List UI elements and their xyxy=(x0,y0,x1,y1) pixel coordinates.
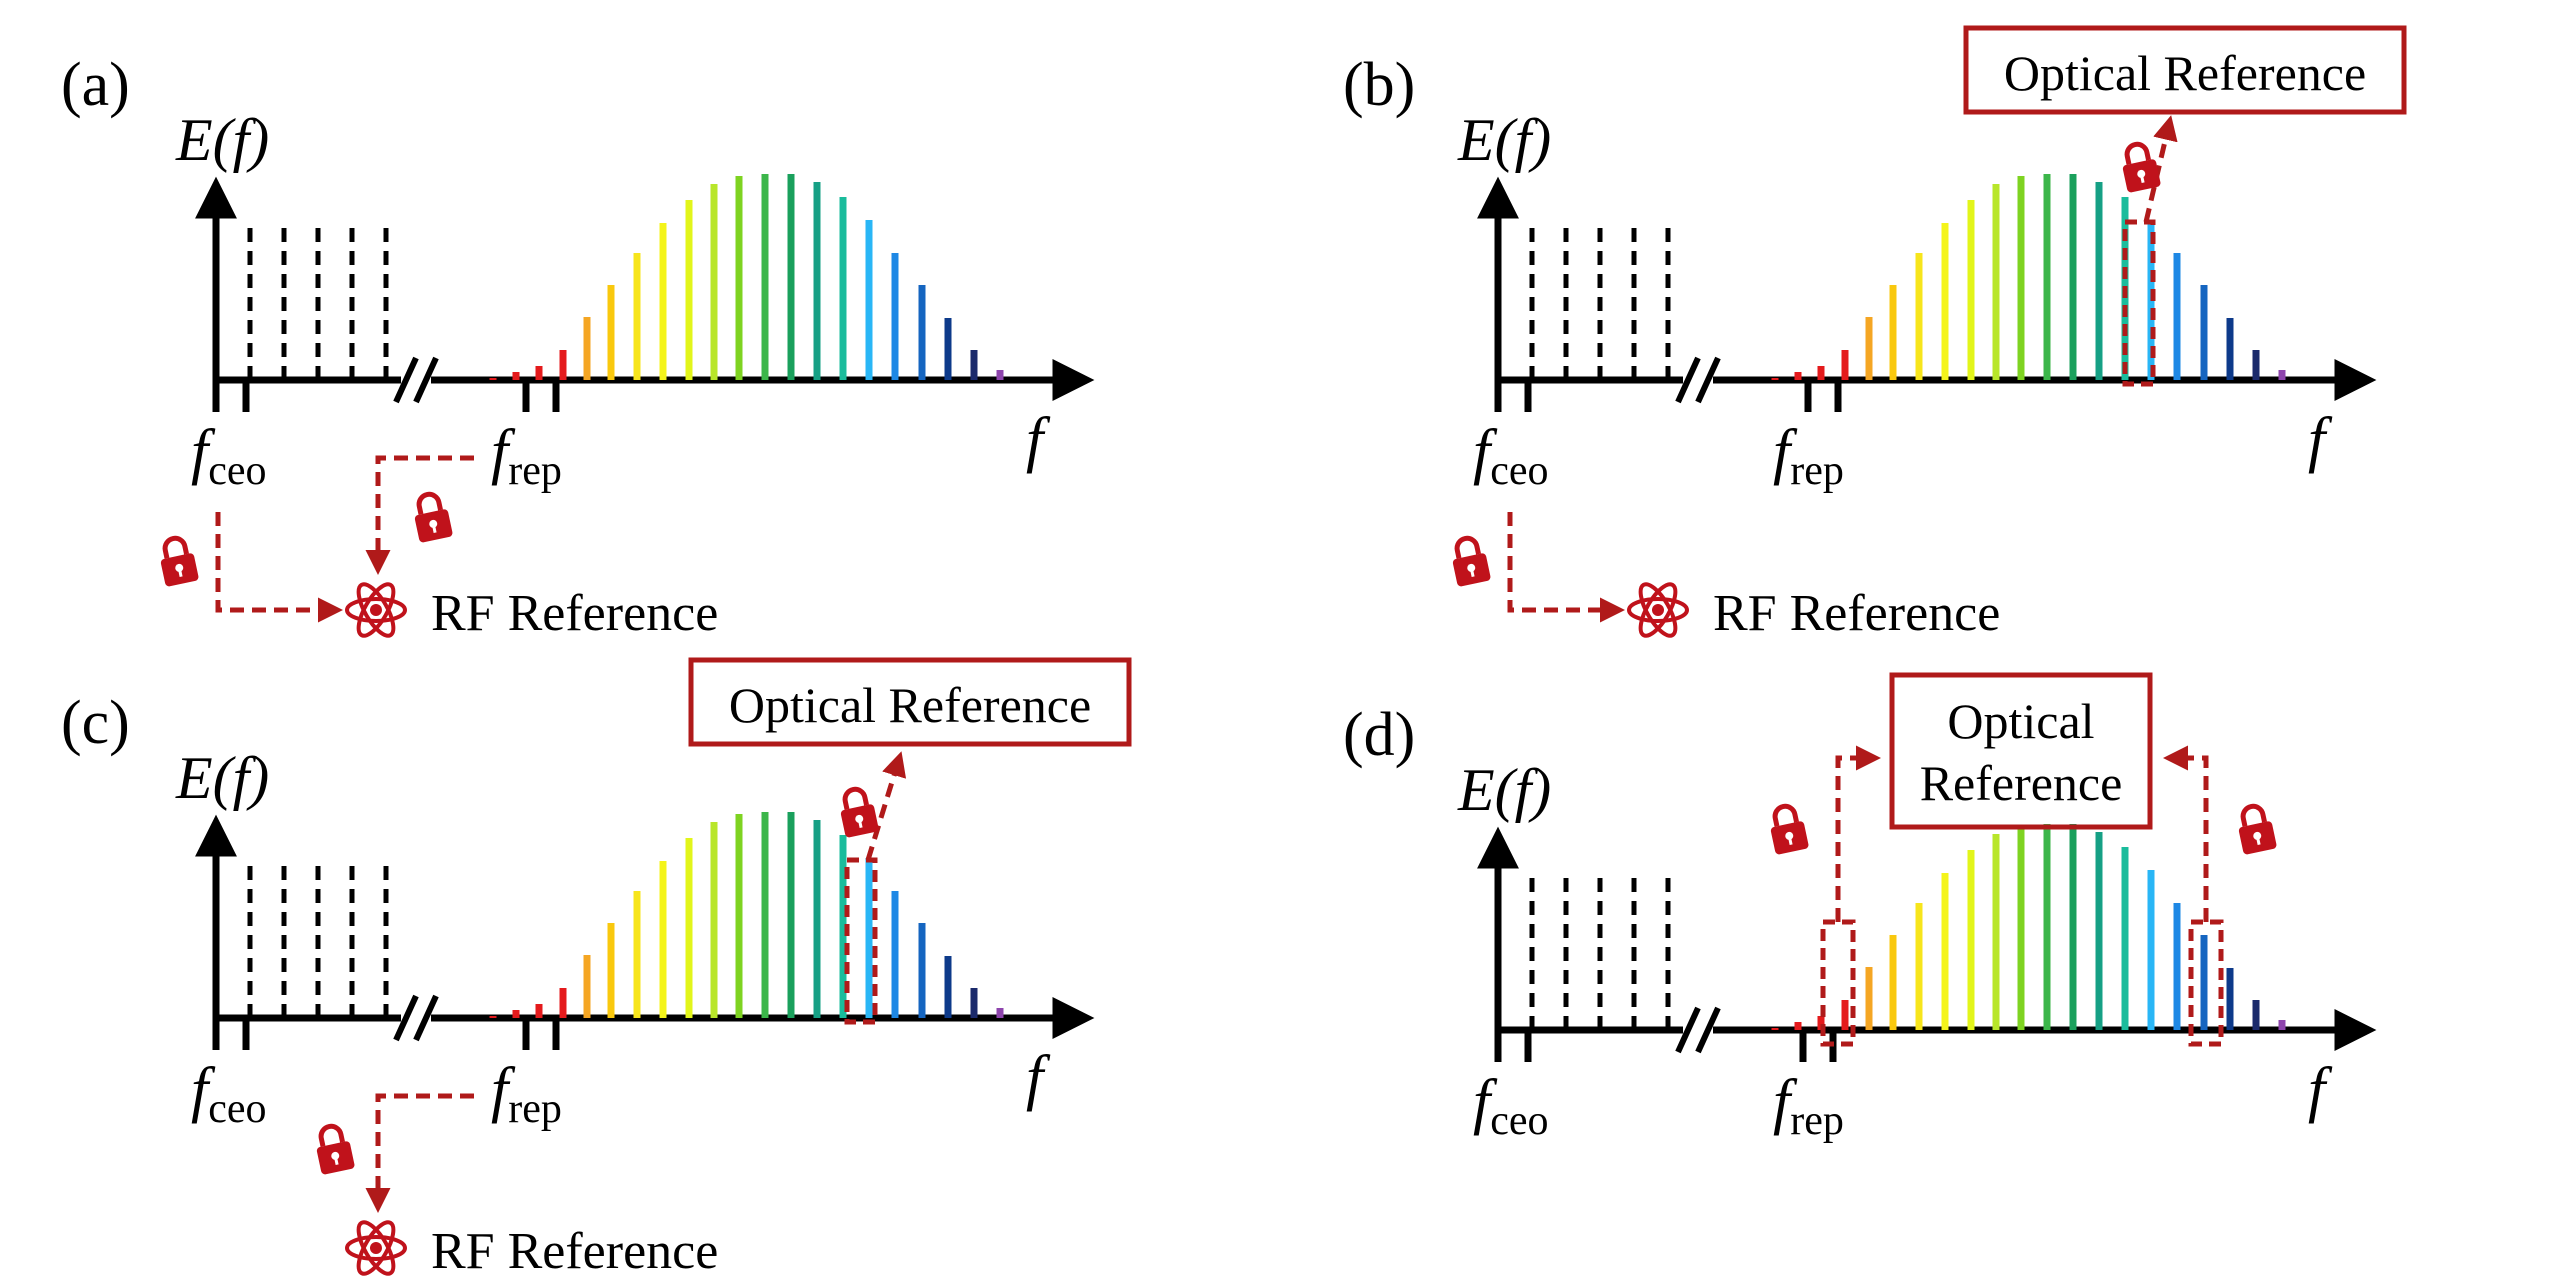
y-axis-label: E(f) xyxy=(175,107,269,173)
frep-sub: rep xyxy=(508,448,562,494)
panel-c: (c) E(f) f fceo frep RF Reference Optical Refe… xyxy=(61,657,1132,1280)
frep-sub: rep xyxy=(1790,448,1844,494)
panel-label: (c) xyxy=(61,689,130,757)
fceo-sub: ceo xyxy=(208,1086,266,1132)
axis-break-mark xyxy=(413,356,439,404)
rf-reference-label: RF Reference xyxy=(431,1223,718,1280)
axis-break-mark xyxy=(393,994,419,1042)
lock-icon xyxy=(840,786,879,838)
frep-lock-arrow xyxy=(365,455,474,575)
lock-icon xyxy=(2238,803,2277,855)
axis-break-mark xyxy=(1675,1006,1701,1054)
lock-icon xyxy=(1452,535,1491,587)
axis-break-mark xyxy=(1695,1006,1721,1054)
fceo-lock-arrow xyxy=(215,512,343,623)
panel-label: (a) xyxy=(61,51,130,119)
fceo-label: fceo xyxy=(191,418,267,494)
y-axis-label: E(f) xyxy=(1457,757,1551,823)
fceo-sub: ceo xyxy=(1490,448,1548,494)
x-axis-label: f xyxy=(1026,1044,1051,1112)
optical-reference-label: Optical Reference xyxy=(729,677,1091,733)
optical-reference-label: Optical xyxy=(1947,693,2094,749)
atom-icon xyxy=(345,1220,407,1276)
fceo-lock-arrow xyxy=(1507,512,1625,623)
atom-icon xyxy=(345,582,407,638)
fceo-label: fceo xyxy=(1473,418,1549,494)
frep-label: frep xyxy=(491,418,562,494)
rf-reference-label: RF Reference xyxy=(431,585,718,642)
optical-reference-label: Optical Reference xyxy=(2004,45,2366,101)
lock-icon xyxy=(160,535,199,587)
frep-label: frep xyxy=(1773,1068,1844,1144)
x-axis-label: f xyxy=(2308,406,2333,474)
frep-sub: rep xyxy=(508,1086,562,1132)
axis-break-mark xyxy=(1675,356,1701,404)
axis-break-mark xyxy=(393,356,419,404)
frep-label: frep xyxy=(1773,418,1844,494)
lock-icon xyxy=(1770,803,1809,855)
y-axis-label: E(f) xyxy=(175,745,269,811)
fceo-label: fceo xyxy=(1473,1068,1549,1144)
frep-lock-arrow xyxy=(365,1093,474,1213)
lock-icon xyxy=(414,491,453,543)
optical-lock-arrow xyxy=(865,751,907,861)
atom-icon xyxy=(1627,582,1689,638)
panel-a: (a) E(f) f fceo frep RF Reference xyxy=(61,51,1095,642)
fceo-sub: ceo xyxy=(1490,1098,1548,1144)
rf-reference-label: RF Reference xyxy=(1713,585,2000,642)
fceo-label: fceo xyxy=(191,1056,267,1132)
optical-reference-box xyxy=(688,657,1132,747)
panel-label: (b) xyxy=(1343,51,1415,119)
lock-icon xyxy=(2122,141,2161,193)
optical-lock-arrow-right xyxy=(2163,745,2209,922)
frep-sub: rep xyxy=(1790,1098,1844,1144)
optical-reference-label: Reference xyxy=(1920,755,2123,811)
x-axis-label: f xyxy=(2308,1056,2333,1124)
axis-break-mark xyxy=(413,994,439,1042)
optical-lock-arrow-left xyxy=(1835,745,1881,922)
panel-b: (b) E(f) f fceo frep RF Reference Optical Refe… xyxy=(1343,25,2407,642)
optical-reference-box xyxy=(1889,672,2153,830)
y-axis-label: E(f) xyxy=(1457,107,1551,173)
panel-label: (d) xyxy=(1343,701,1415,769)
frep-label: frep xyxy=(491,1056,562,1132)
fceo-sub: ceo xyxy=(208,448,266,494)
x-axis-label: f xyxy=(1026,406,1051,474)
lock-icon xyxy=(316,1123,355,1175)
optical-reference-box xyxy=(1963,25,2407,115)
axis-break-mark xyxy=(1695,356,1721,404)
